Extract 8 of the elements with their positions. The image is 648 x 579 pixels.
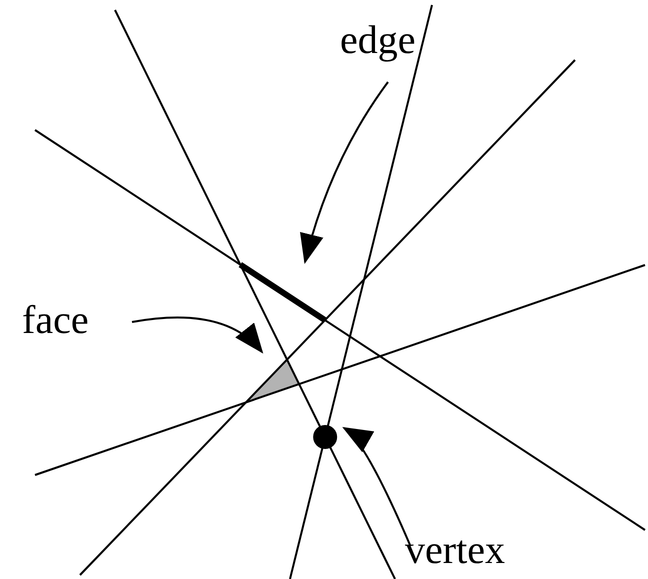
leader-arrow	[342, 426, 411, 546]
leader-arrow	[132, 316, 264, 354]
label-text: edge	[340, 18, 416, 62]
vertex-dot	[313, 425, 338, 449]
highlighted-edge	[238, 262, 327, 323]
leader-arrow	[300, 81, 389, 264]
label-text: face	[22, 298, 89, 342]
label-text: vertex	[405, 528, 505, 572]
